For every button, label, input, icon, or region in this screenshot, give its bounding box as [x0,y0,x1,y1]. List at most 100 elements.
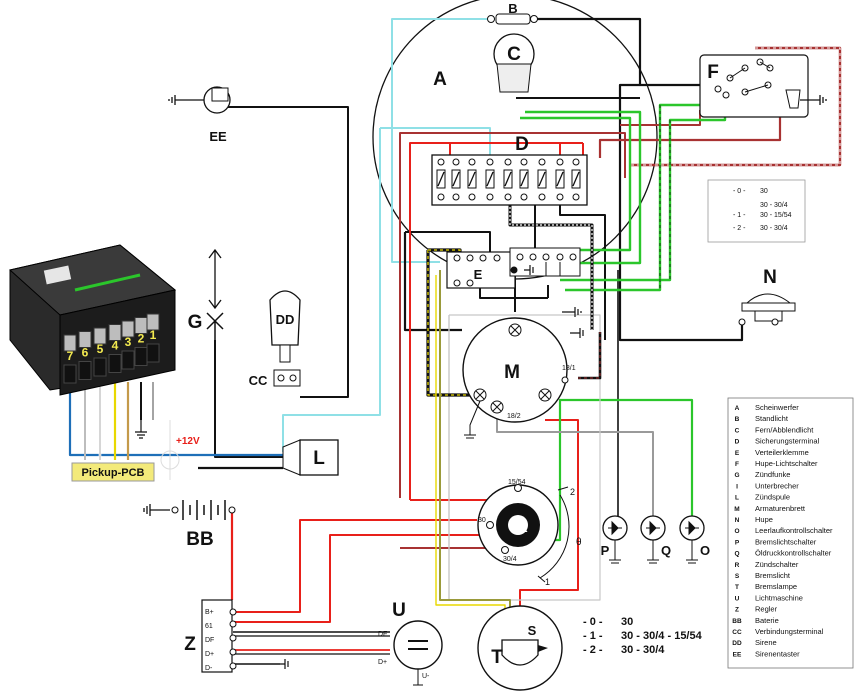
fuse-terminal-bottom [556,193,564,201]
legend-key: U [735,595,740,602]
label-m: M [504,362,520,383]
fuse-element [452,171,460,187]
u-terminal-df: DF [378,631,387,638]
legend-description: Fern/Abblendlicht [755,425,814,434]
label-a: A [433,69,447,90]
legend-description: Scheinwerfer [755,403,799,412]
pcb-pin-number: 2 [138,332,145,346]
table-row-0-val: 30 [621,616,633,628]
label-s: S [528,623,537,638]
component-f-horn-light-switch: F [699,54,827,118]
pcb-screw-terminal [78,331,92,348]
pcb-wire-slot [121,350,135,370]
label-q: Q [661,543,671,558]
legend-key: D [735,439,740,446]
pcb-wire-slot [78,361,92,380]
legend-description: Hupe [755,515,773,524]
fuse-element [437,171,445,187]
component-ee-siren-button: EE [168,86,231,144]
fuse-terminal-top [520,158,528,166]
table-row-2-val: 30 - 30/4 [621,644,665,656]
component-e-distributor: E [446,247,581,289]
label-c: C [507,44,521,65]
legend-key: P [735,539,740,546]
z-terminal-dminus: D- [205,665,213,672]
legend-description: Sirenentaster [755,649,800,658]
label-d: D [515,134,529,155]
legend-key: BB [732,618,742,625]
fuse-terminal-top [468,158,476,166]
legend-key: G [734,472,739,479]
pcb-screw-terminal [108,324,122,341]
terminal-30: 30 [478,517,486,524]
label-l: L [313,448,325,469]
u-terminal-dplus: D+ [378,659,387,666]
pcb-wire-slot [108,354,122,373]
label-n: N [763,267,777,288]
legend-description: Regler [755,605,778,614]
small-row-2-key: - 1 - [733,212,746,219]
legend-description: Armaturenbrett [755,504,806,513]
pcb-pin-number: 1 [150,328,157,342]
pcb-wire-slot [93,357,107,377]
fuse-terminal-top [538,158,546,166]
wires [68,17,842,665]
fuse-element [486,171,494,187]
fuse-terminal-top [504,158,512,166]
legend-description: Zündfunke [755,470,790,479]
small-row-0-val: 30 [760,188,768,195]
pcb-screw-terminal [146,313,160,331]
legend-description: Sicherungsterminal [755,437,820,446]
z-terminal-61: 61 [205,623,213,630]
fuse-terminal-bottom [520,193,528,201]
plus-12v-label: +12V [176,436,200,447]
label-ee: EE [209,129,227,144]
pcb-pin-number: 5 [97,342,104,356]
component-n-horn: N [738,267,796,326]
z-terminal-df: DF [205,637,214,644]
switch-pos-theta: θ [576,537,582,548]
legend-key: N [735,517,740,524]
legend-key: EE [733,651,742,658]
fuse-element [520,171,528,187]
legend-key: C [735,427,740,434]
terminal-18-2: 18/2 [507,413,521,420]
legend-description: Hupe-Lichtschalter [755,459,818,468]
small-row-1-val: 30 - 30/4 [760,202,788,209]
ground-symbols [135,265,584,669]
legend-key: CC [732,629,742,636]
fuse-terminal-bottom [486,193,494,201]
legend-description: Standlicht [755,414,789,423]
component-c-bulb: C [493,33,535,93]
legend-description: Baterie [755,616,779,625]
pcb-screw-terminal [63,334,77,352]
legend-key: F [735,461,739,468]
legend-key: E [735,450,740,457]
component-u-alternator: U DF D+ U- [378,600,443,686]
component-z-regulator: B+ 61 DF D+ D- Z [184,599,237,673]
pcb-pin-number: 3 [125,335,132,349]
legend-description: Zündschalter [755,560,799,569]
label-t: T [491,647,503,668]
legend-key: DD [732,640,742,647]
label-bb: BB [186,529,213,550]
fuse-terminal-bottom [504,193,512,201]
fuse-element [468,171,476,187]
label-e: E [474,267,483,282]
pcb-pin-number: 6 [82,346,89,360]
table-row-2-key: - 2 - [583,644,603,656]
label-z: Z [184,634,196,655]
component-g-spark: G [188,248,224,340]
pcb-wire-slot [134,347,148,366]
pcb-pin-number: 7 [67,349,74,363]
label-r: R [514,516,528,537]
component-p-brakelight-switch: P [601,515,628,564]
legend-description: Lichtmaschine [755,593,803,602]
fuse-element [538,171,546,187]
component-l-ignition-coil: L [282,439,339,476]
component-dd-siren: DD [269,290,301,363]
small-row-3-key: - 2 - [733,225,746,232]
legend-description: Verteilerklemme [755,448,809,457]
z-terminal-dplus: D+ [205,651,214,658]
